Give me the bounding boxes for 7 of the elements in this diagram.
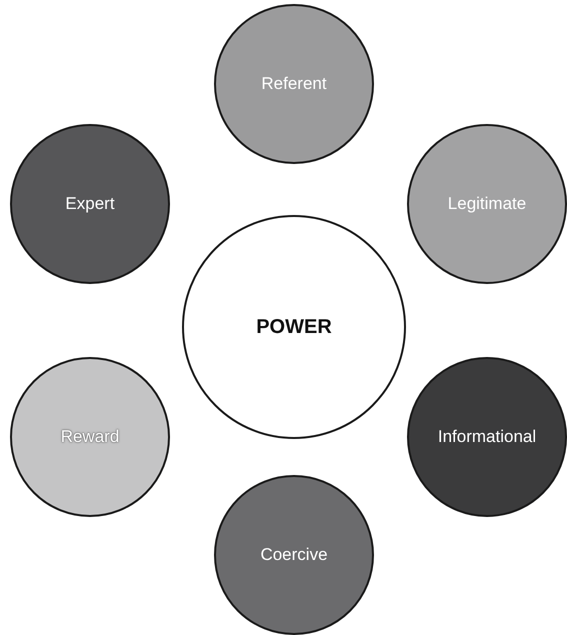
node-label: Referent xyxy=(261,74,327,94)
node-label: Legitimate xyxy=(448,194,526,214)
node-label: Coercive xyxy=(260,545,328,565)
node-label: POWER xyxy=(256,316,332,338)
node-label: Expert xyxy=(65,194,115,214)
node-label: Informational xyxy=(438,427,536,447)
node-label: Reward xyxy=(60,427,120,447)
